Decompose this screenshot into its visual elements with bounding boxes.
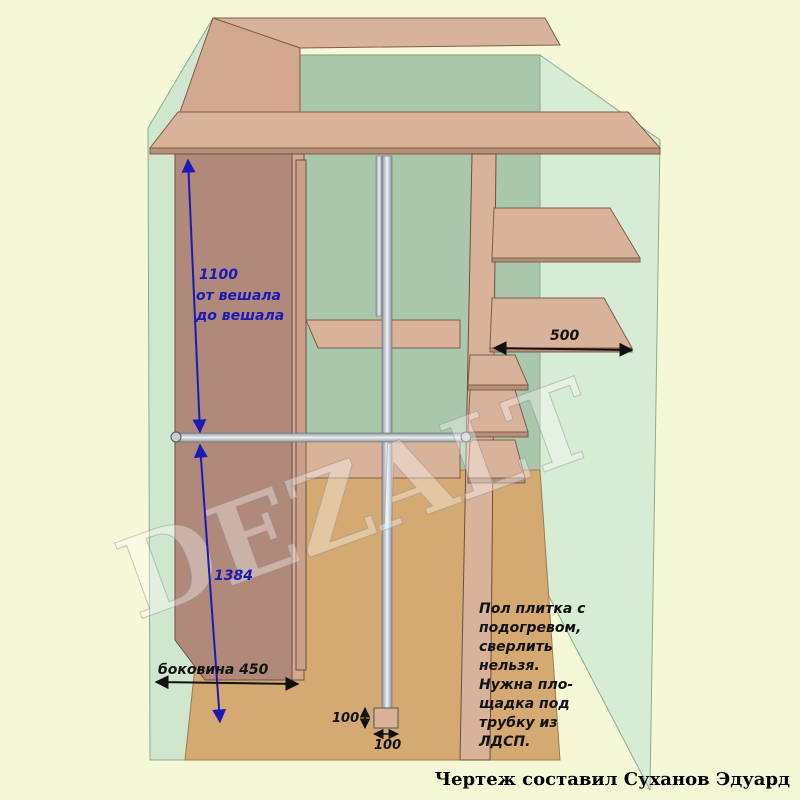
dim-100-vertical-label: 100	[332, 711, 360, 726]
author-credit: Чертеж составил Суханов Эдуард	[434, 769, 790, 790]
right-shelves	[489, 207, 641, 353]
floor-note-line: Пол плитка с	[479, 601, 586, 617]
bokovina-label: боковина 450	[158, 662, 269, 678]
top-board-front-edge	[149, 147, 661, 155]
floor-note-line: сверлить	[479, 639, 553, 655]
floor-note: Пол плитка с подогревом, сверлить нельзя…	[479, 600, 585, 752]
floor-note-line: трубку из	[479, 715, 558, 731]
floor-note-line: ЛДСП.	[479, 734, 531, 750]
dim-100-horizontal-label: 100	[374, 738, 402, 753]
floor-note-line: Нужна пло-	[479, 677, 574, 693]
floor-note-line: щадка под	[479, 696, 570, 712]
dim-1100-label: 1100	[199, 267, 238, 283]
floor-note-line: нельзя.	[479, 658, 540, 674]
floor-note-line: подогревом,	[479, 620, 582, 636]
dim-1384-label: 1384	[214, 568, 253, 584]
dim-1100-arrow	[181, 158, 207, 434]
vertical-rod-back	[375, 155, 383, 317]
top-board-front	[148, 111, 662, 149]
dim-bokovina-arrow	[154, 675, 300, 691]
dim-500-label: 500	[550, 328, 580, 344]
ot-veshala-label: от вешала	[196, 288, 281, 304]
rod-base-plate	[373, 707, 399, 729]
dim-500-arrow	[492, 341, 634, 357]
do-veshala-label: до вешала	[196, 308, 285, 324]
left-shelf-stack	[295, 159, 307, 671]
